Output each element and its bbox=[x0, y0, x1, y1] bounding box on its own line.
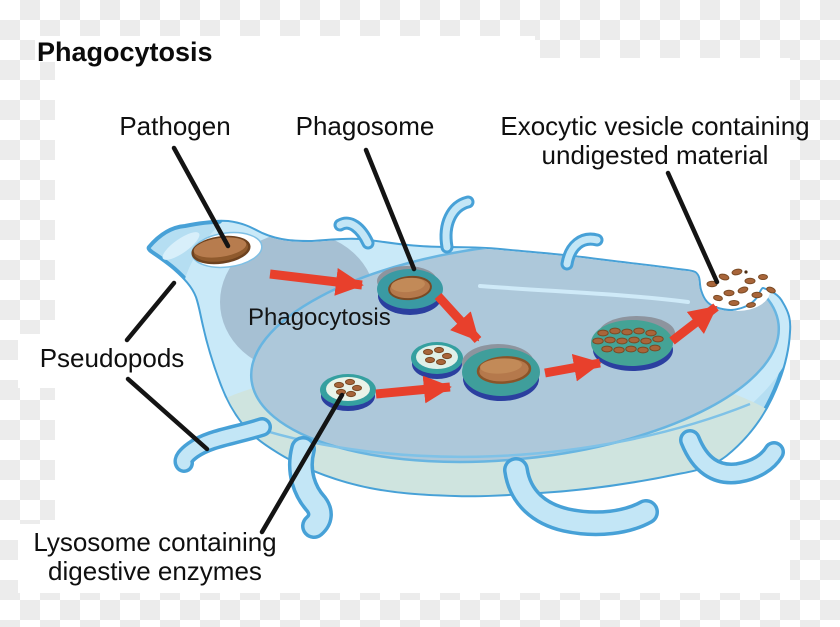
pointer-line-phagosome bbox=[363, 147, 417, 272]
label-lysosome-line2: digestive enzymes bbox=[48, 556, 262, 586]
arrow-phagosome-to-fusion bbox=[434, 292, 482, 344]
label-exocytic-line2: undigested material bbox=[541, 140, 769, 170]
surface-wave-streak bbox=[478, 284, 690, 304]
label-lysosome-line1: Lysosome containing bbox=[33, 527, 277, 557]
pathogen-particle bbox=[191, 235, 251, 265]
paper-title-strip bbox=[35, 36, 535, 62]
paper-left-lysosome bbox=[18, 524, 78, 593]
digestion-vesicle bbox=[591, 316, 675, 371]
pointer-line-pseudopods-upper bbox=[124, 280, 177, 343]
arrow-fusion-to-digestion bbox=[544, 353, 602, 382]
diagram-title: Phagocytosis bbox=[37, 37, 213, 67]
arrow-ingestion bbox=[269, 268, 364, 296]
phagosome-vesicle bbox=[377, 266, 443, 315]
arrow-to-exocytosis bbox=[669, 303, 719, 345]
label-exocytic-line1: Exocytic vesicle containing bbox=[500, 111, 810, 141]
arrow-lysosome-to-fusion bbox=[375, 375, 452, 404]
label-phagocytosis-process: Phagocytosis bbox=[248, 304, 391, 331]
pointer-line-pseudopods-lower bbox=[125, 376, 210, 452]
process-arrows bbox=[269, 268, 719, 404]
surface-fingers bbox=[333, 195, 604, 271]
label-pathogen: Pathogen bbox=[119, 111, 231, 141]
label-phagosome: Phagosome bbox=[295, 111, 435, 141]
fusion-vesicle bbox=[411, 342, 540, 401]
label-lysosome: Lysosome containing digestive enzymes bbox=[20, 528, 290, 586]
lysosome-vesicle bbox=[320, 374, 376, 411]
beak-highlight bbox=[162, 232, 200, 260]
pointer-line-pathogen bbox=[171, 145, 231, 249]
label-pointer-lines bbox=[124, 145, 720, 535]
paper-left-pseudopods bbox=[18, 334, 78, 388]
label-pseudopods: Pseudopods bbox=[39, 343, 185, 373]
pointer-line-lysosome bbox=[259, 392, 345, 535]
label-exocytic-vesicle: Exocytic vesicle containing undigested m… bbox=[475, 112, 835, 170]
pointer-line-exocytic bbox=[665, 170, 720, 285]
